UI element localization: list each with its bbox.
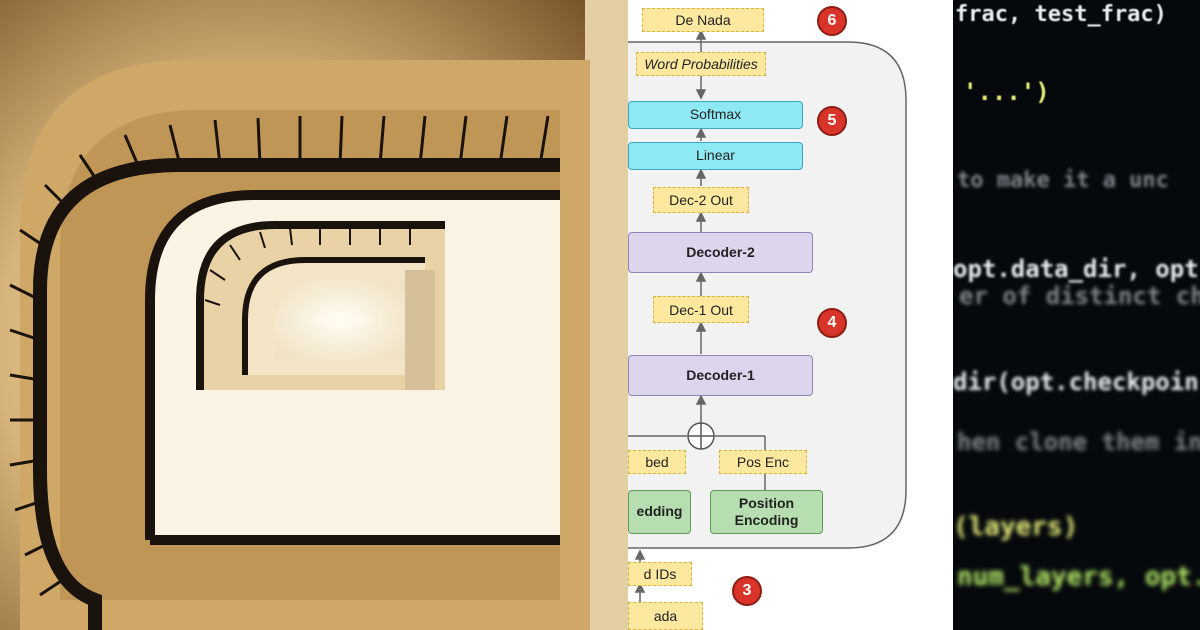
word-probabilities-tag: Word Probabilities (636, 52, 766, 76)
code-line: hen clone them in (957, 428, 1200, 456)
code-line: opt.data_dir, opt (953, 255, 1199, 283)
staircase-photo (0, 0, 628, 630)
transformer-decoder-diagram: De Nada Word Probabilities Softmax Linea… (628, 0, 953, 630)
softmax-block: Softmax (628, 101, 803, 129)
step-badge-6: 6 (817, 6, 847, 36)
linear-block: Linear (628, 142, 803, 170)
input-word-tag: ada (628, 602, 703, 630)
skylight (275, 280, 405, 360)
dec1-out-tag: Dec-1 Out (653, 296, 749, 323)
code-line: frac, test_frac) (955, 2, 1167, 27)
decoder-1-block: Decoder-1 (628, 355, 813, 396)
code-line: er of distinct ch (959, 282, 1200, 310)
word-ids-tag: d IDs (628, 562, 692, 586)
pos-enc-tag: Pos Enc (719, 450, 807, 474)
step-badge-5: 5 (817, 106, 847, 136)
code-line: num_layers, opt. (957, 562, 1200, 592)
position-encoding-block: Position Encoding (710, 490, 823, 534)
code-line: dir(opt.checkpoin (953, 368, 1199, 396)
code-line: (layers) (953, 512, 1079, 542)
step-badge-4: 4 (817, 308, 847, 338)
dec2-out-tag: Dec-2 Out (653, 187, 749, 213)
staircase-illustration (0, 0, 628, 630)
balusters (9, 115, 550, 597)
stair-column (585, 0, 628, 630)
code-line: '...') (963, 78, 1050, 106)
code-line: to make it a unc (957, 168, 1169, 193)
embed-tag: bed (628, 450, 686, 474)
output-word-tag: De Nada (642, 8, 764, 32)
decoder-2-block: Decoder-2 (628, 232, 813, 273)
code-photo: frac, test_frac) '...') to make it a unc… (953, 0, 1200, 630)
step-badge-3: 3 (732, 576, 762, 606)
embedding-block: edding (628, 490, 691, 534)
